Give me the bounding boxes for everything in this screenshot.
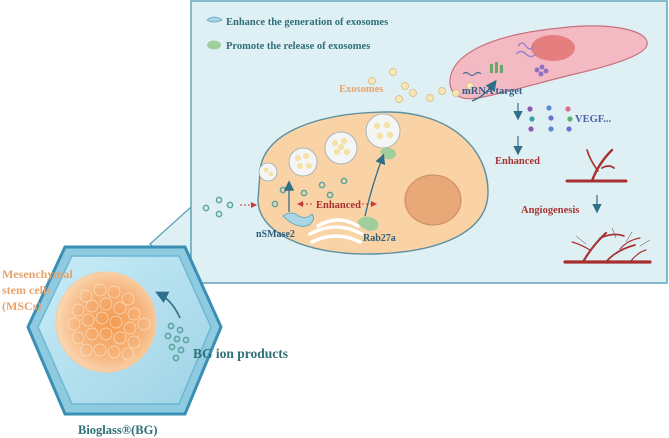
enhanced-cell-label: Enhanced	[316, 200, 361, 211]
msc-aggregate	[55, 271, 157, 373]
enhanced-right-label: Enhanced	[495, 156, 540, 167]
bioglass-label: Bioglass®(BG)	[78, 423, 158, 437]
rab27a-protein	[357, 216, 379, 231]
legend-release-icon	[207, 40, 221, 50]
legend: Enhance the generation of exosomes Promo…	[206, 16, 388, 52]
nsmase2-label: nSMase2	[256, 229, 295, 240]
multivesicular-bodies	[258, 113, 401, 182]
ions-entering	[202, 196, 234, 218]
legend-release-text: Promote the release of exosomes	[226, 41, 370, 52]
rab27a-label: Rab27a	[363, 233, 396, 244]
msc-label-line2: stem cells	[2, 283, 51, 297]
bg-ion-particles	[164, 322, 190, 362]
exosome-particles	[368, 68, 474, 103]
bg-ions-label: BG ion products	[193, 346, 288, 361]
golgi-icon	[308, 218, 364, 244]
ion-to-msc-arrow	[155, 291, 181, 319]
vegf-label: VEGF...	[575, 114, 611, 125]
target-nucleus	[531, 35, 575, 61]
legend-generation-icon	[206, 16, 223, 23]
nsmase2-protein	[282, 212, 314, 227]
source-nucleus	[404, 174, 462, 226]
vessel-small	[565, 148, 628, 183]
rab27a-arrow	[364, 153, 386, 217]
protein-icon	[534, 64, 549, 77]
vessel-large	[563, 231, 652, 264]
exosomes-label: Exosomes	[339, 84, 383, 95]
msc-label-line3: (MSCs)	[2, 299, 41, 313]
mrna-icon	[462, 71, 482, 77]
uptake-arrow	[471, 79, 497, 102]
legend-generation-text: Enhance the generation of exosomes	[226, 17, 388, 28]
vessel-capillaries	[575, 227, 651, 247]
msc-label-line1: Mesenchymal	[2, 267, 73, 281]
source-cell	[257, 111, 489, 255]
angiogenesis-label: Angiogenesis	[521, 205, 579, 216]
vegf-molecules	[527, 105, 573, 132]
er-icon	[515, 42, 537, 58]
ribosome-icon	[490, 62, 503, 73]
mrna-target-label: mRNA target	[462, 86, 523, 97]
